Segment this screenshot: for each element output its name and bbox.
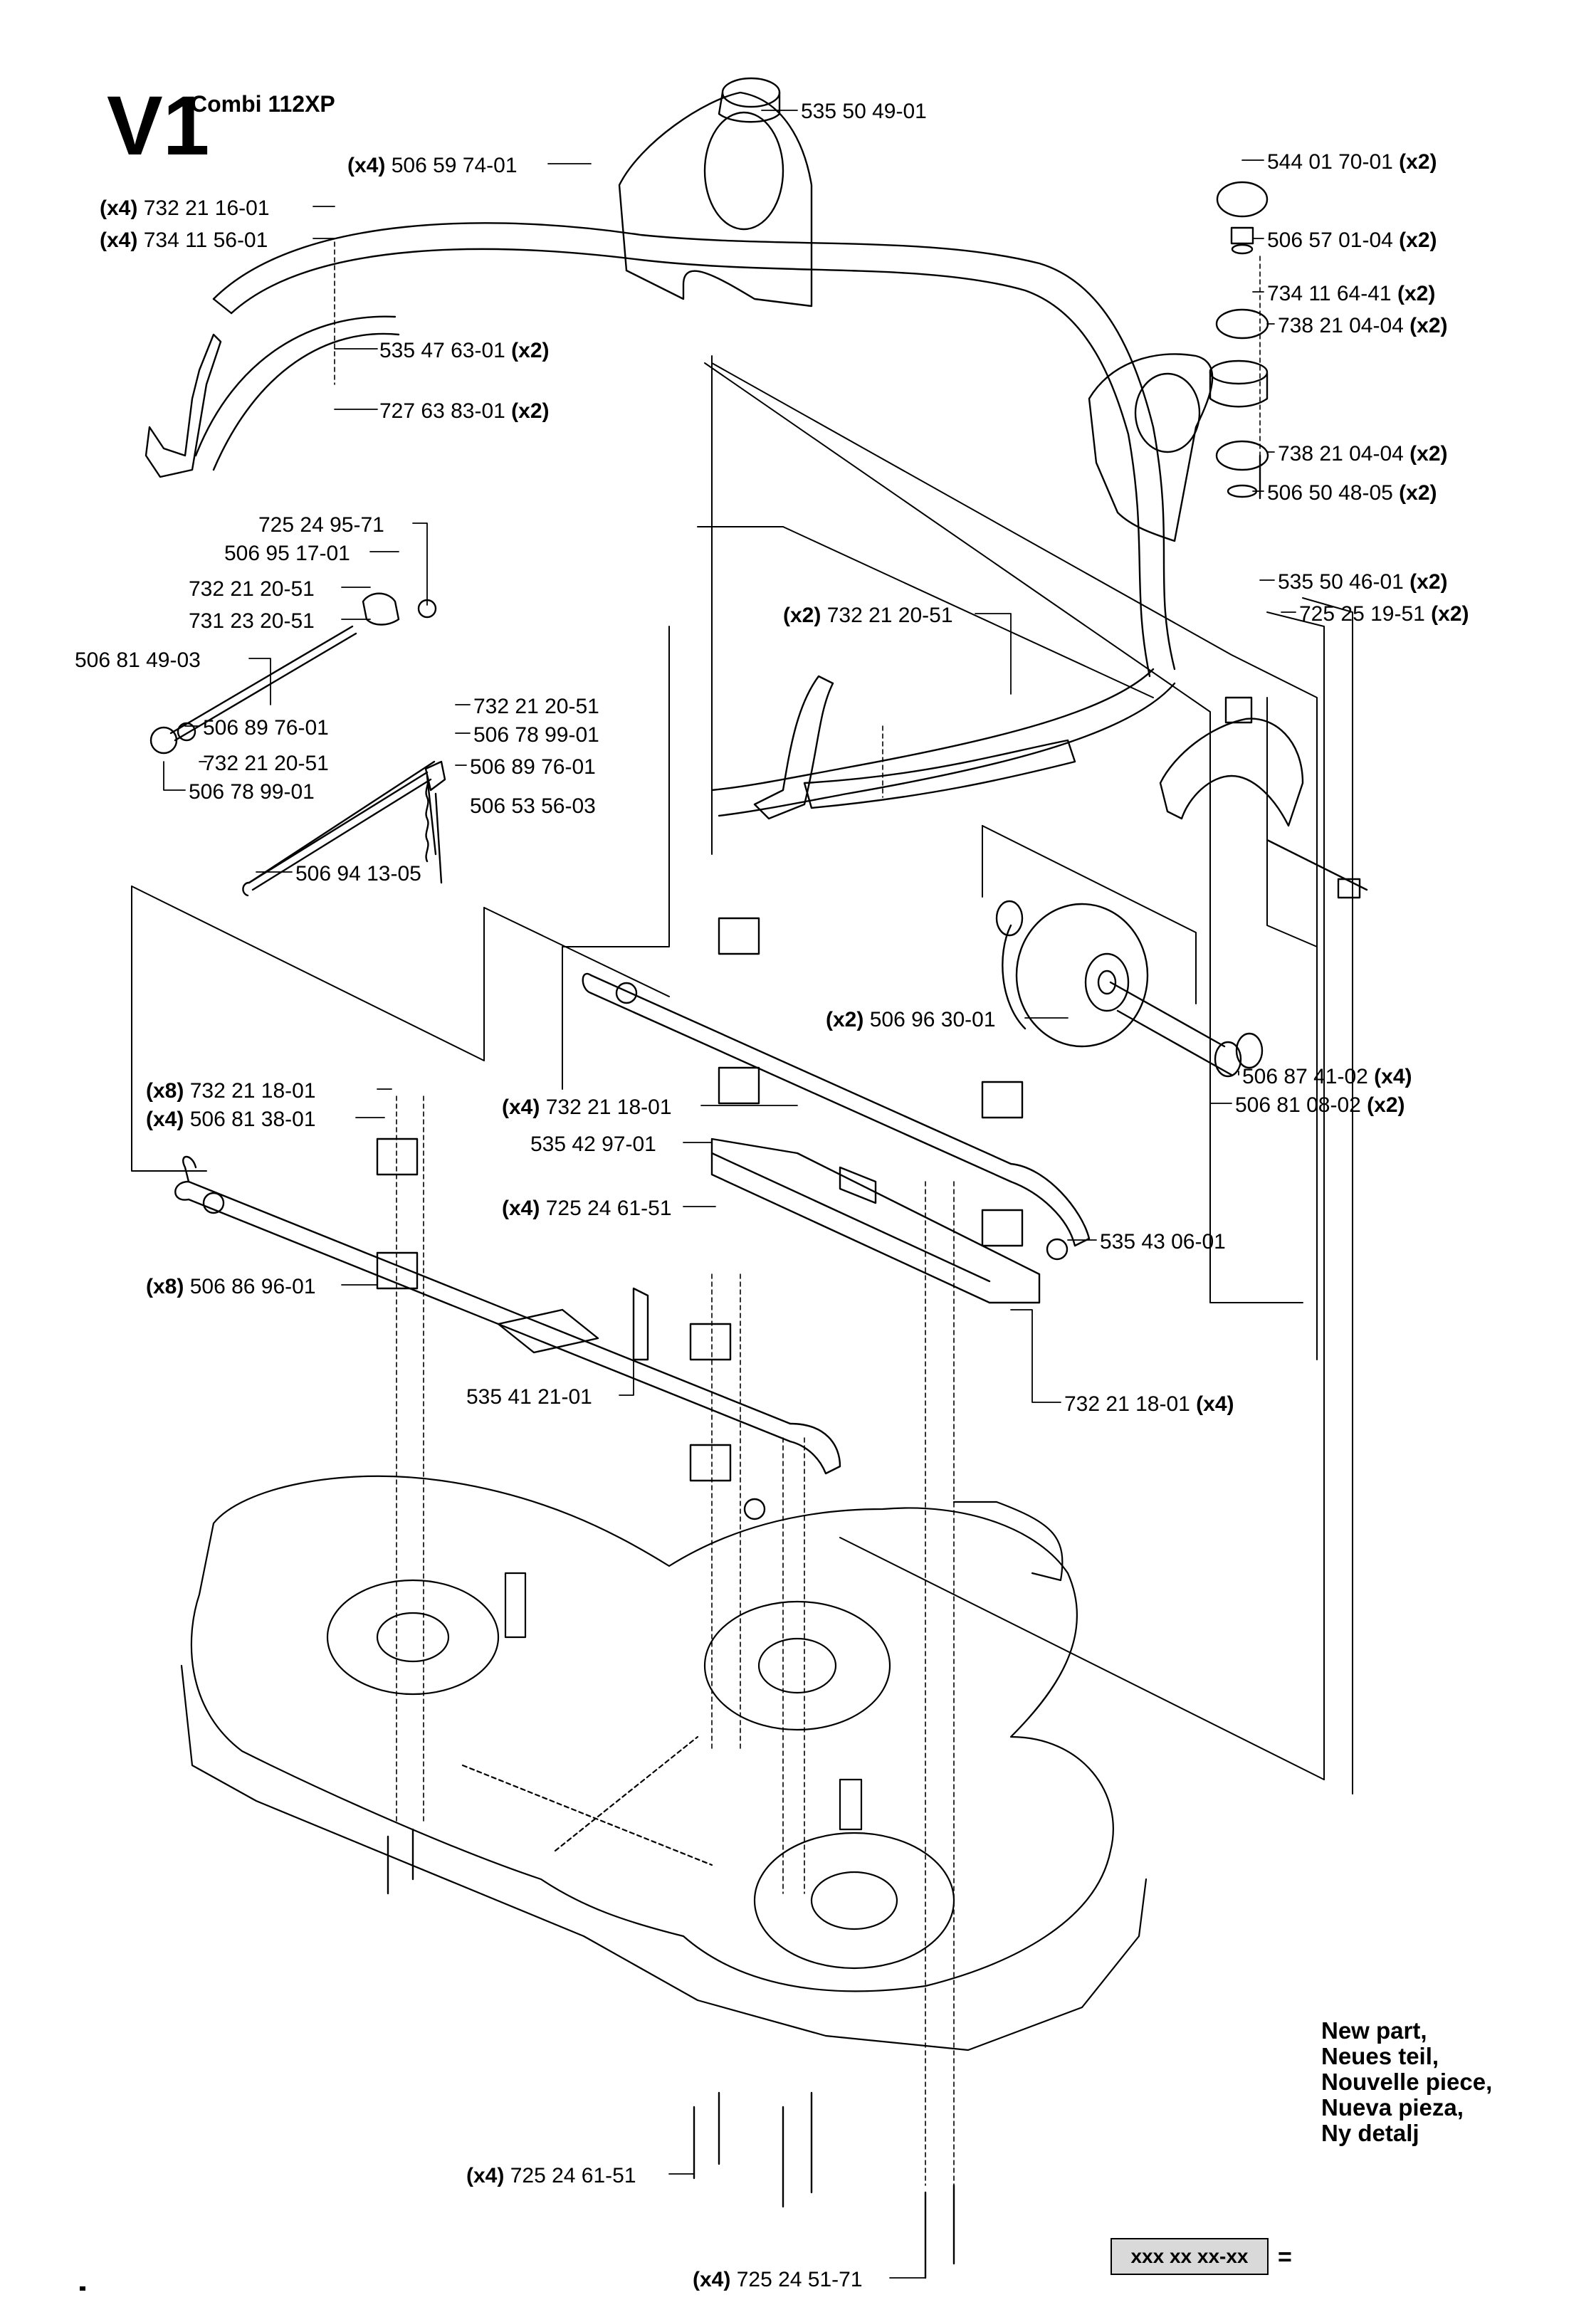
callout-38: (x8) 506 86 96-01	[146, 1275, 316, 1298]
lower-main-rod	[174, 1155, 841, 1520]
assembly-guide-lines	[131, 355, 1353, 1795]
support-plate	[710, 1138, 1041, 1304]
callout-41: (x4) 725 24 61-51	[466, 2164, 636, 2187]
callout-17: 732 21 20-51	[189, 577, 315, 601]
callout-23: 506 78 99-01	[473, 723, 599, 747]
caster-fork	[1159, 696, 1368, 899]
callout-10: 738 21 04-04 (x2)	[1278, 314, 1448, 337]
page-code: V1	[107, 79, 210, 173]
callout-32: (x8) 732 21 18-01	[146, 1079, 316, 1103]
callout-31: 506 81 08-02 (x2)	[1235, 1093, 1405, 1117]
callout-3: (x4) 732 21 16-01	[100, 196, 270, 220]
lift-frame	[145, 77, 1269, 820]
callout-6: 727 63 83-01 (x2)	[379, 399, 550, 423]
legend-line: New part,	[1321, 2017, 1427, 2044]
vertical-fastener-lines	[334, 241, 1261, 2186]
callout-19: 506 81 49-03	[75, 648, 201, 672]
callout-8: 506 57 01-04 (x2)	[1267, 228, 1437, 252]
callout-18: 731 23 20-51	[189, 609, 315, 633]
callout-12: 506 50 48-05 (x2)	[1267, 481, 1437, 505]
callout-5: 535 47 63-01 (x2)	[379, 339, 550, 362]
link-rod-assembly	[149, 592, 446, 897]
callout-28: 506 94 13-05	[295, 862, 421, 886]
callout-13: 535 50 46-01 (x2)	[1278, 570, 1448, 594]
callout-40: 535 41 21-01	[466, 1385, 592, 1409]
callout-39: 732 21 18-01 (x4)	[1064, 1392, 1234, 1416]
legend-part-box: xxx xx xx-xx	[1111, 2238, 1269, 2275]
callout-24: 732 21 20-51	[203, 752, 329, 775]
bushing-blocks	[376, 917, 1024, 1482]
callout-29: (x2) 506 96 30-01	[826, 1008, 996, 1031]
upper-center-rod	[582, 972, 1091, 1261]
callout-14: 725 25 19-51 (x2)	[1299, 602, 1469, 626]
legend-line: Neues teil,	[1321, 2043, 1439, 2069]
callout-20: (x2) 732 21 20-51	[783, 604, 953, 627]
callout-4: (x4) 734 11 56-01	[100, 228, 268, 252]
page-mark	[80, 2286, 85, 2291]
legend-line: Ny detalj	[1321, 2120, 1419, 2146]
spring-and-rod	[248, 760, 436, 884]
legend-equals: =	[1278, 2244, 1292, 2271]
callout-15: 725 24 95-71	[258, 513, 384, 537]
leader-lines	[163, 110, 1296, 2279]
callout-35: 535 42 97-01	[530, 1133, 656, 1156]
callout-26: 506 78 99-01	[189, 780, 315, 804]
legend-line: Nueva pieza,	[1321, 2094, 1464, 2121]
legend-line: Nouvelle piece,	[1321, 2069, 1493, 2095]
callout-33: (x4) 506 81 38-01	[146, 1108, 316, 1131]
callout-30: 506 87 41-02 (x4)	[1242, 1065, 1412, 1088]
callout-22: 506 89 76-01	[203, 716, 329, 740]
callout-25: 506 89 76-01	[470, 755, 596, 779]
callout-27: 506 53 56-03	[470, 794, 596, 818]
caster-wheel	[995, 900, 1264, 1078]
model-name: Combi 112XP	[191, 91, 335, 117]
mower-deck	[180, 1475, 1148, 2051]
bearing-stack	[1215, 181, 1269, 498]
callout-42: (x4) 725 24 51-71	[693, 2268, 863, 2291]
callout-11: 738 21 04-04 (x2)	[1278, 442, 1448, 466]
callout-7: 544 01 70-01 (x2)	[1267, 150, 1437, 174]
legend-new-part: New part, Neues teil, Nouvelle piece, Nu…	[1321, 2018, 1492, 2146]
callout-21: 732 21 20-51	[473, 695, 599, 718]
callout-9: 734 11 64-41 (x2)	[1267, 282, 1435, 305]
callout-1: 535 50 49-01	[801, 100, 927, 123]
callout-16: 506 95 17-01	[224, 542, 350, 565]
callout-2: (x4) 506 59 74-01	[347, 154, 518, 177]
bottom-bolts	[387, 454, 1261, 2279]
callout-36: (x4) 725 24 61-51	[502, 1197, 672, 1220]
callout-37: 535 43 06-01	[1100, 1230, 1226, 1254]
callout-34: (x4) 732 21 18-01	[502, 1096, 672, 1119]
